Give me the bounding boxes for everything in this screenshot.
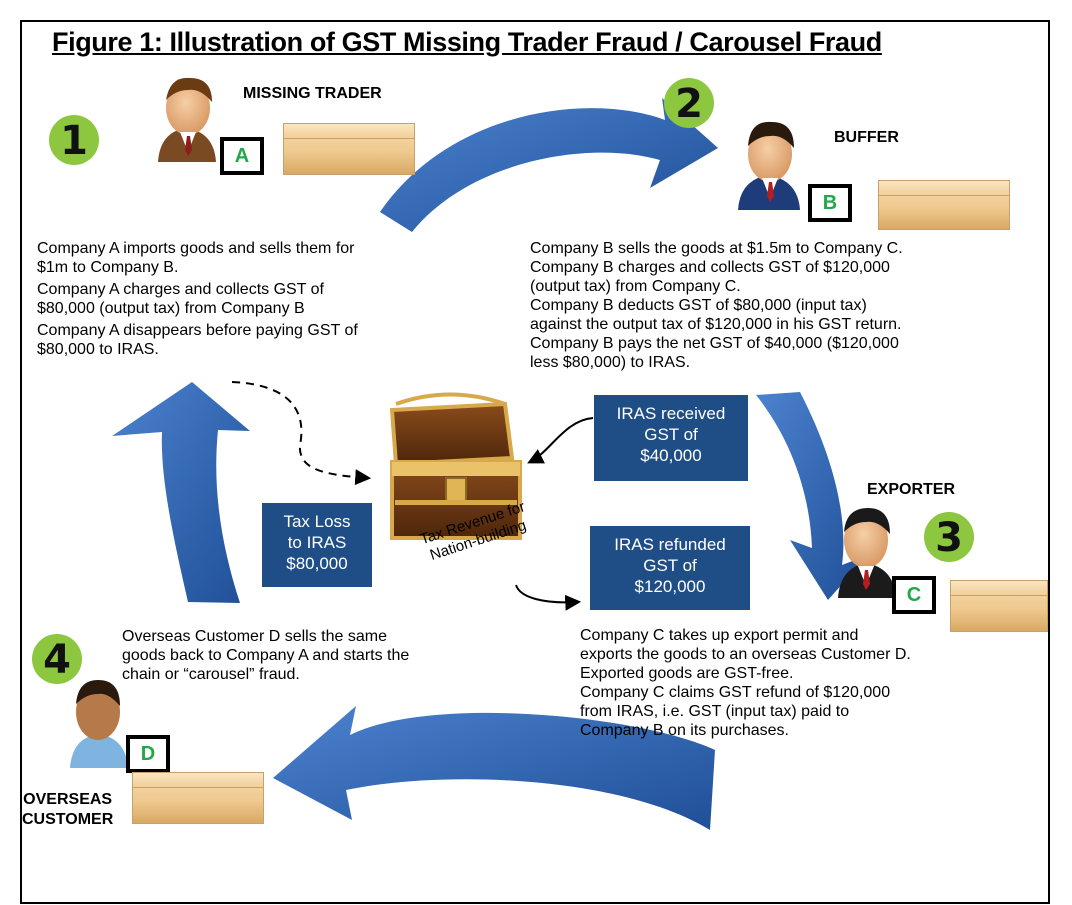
received-line: $40,000 <box>640 446 702 465</box>
text-a-line: Company A disappears before paying GST o… <box>37 322 358 339</box>
step-badge-3: 3 <box>924 512 974 562</box>
company-box-c: C <box>892 576 936 614</box>
text-b-line: Company B pays the net GST of $40,000 ($… <box>530 335 899 352</box>
description-company-a: Company A imports goods and sells them f… <box>37 239 358 359</box>
role-missing-trader: MISSING TRADER <box>243 85 382 102</box>
text-b-line: less $80,000) to IRAS. <box>530 354 691 371</box>
person-icon-a <box>158 77 216 162</box>
text-c-line: Company B on its purchases. <box>580 722 789 739</box>
text-d-line: goods back to Company A and starts the <box>122 647 410 664</box>
step-badge-4: 4 <box>32 634 82 684</box>
text-a-line: $80,000 (output tax) from Company B <box>37 300 305 317</box>
crate-icon-c <box>950 580 1048 632</box>
arrow-d-to-a <box>112 382 250 603</box>
refunded-line: GST of <box>643 556 697 575</box>
text-b-line: Company B sells the goods at $1.5m to Co… <box>530 240 903 257</box>
text-c-line: exports the goods to an overseas Custome… <box>580 646 911 663</box>
dashed-arrow-loss <box>231 381 372 486</box>
arrow-a-to-b <box>380 98 718 232</box>
crate-icon-b <box>878 180 1010 230</box>
treasure-chest-icon <box>389 392 522 540</box>
person-icon-d <box>70 680 128 768</box>
text-a-line: Company A charges and collects GST of <box>37 281 324 298</box>
text-b-line: against the output tax of $120,000 in hi… <box>530 316 902 333</box>
step-badge-2: 2 <box>664 78 714 128</box>
description-customer-d: Overseas Customer D sells the same goods… <box>122 627 409 684</box>
text-c-line: from IRAS, i.e. GST (input tax) paid to <box>580 703 850 720</box>
refunded-line: $120,000 <box>634 577 706 596</box>
text-c-line: Exported goods are GST-free. <box>580 665 794 682</box>
description-company-b: Company B sells the goods at $1.5m to Co… <box>530 239 903 372</box>
loss-line: Tax Loss <box>283 512 351 531</box>
text-c-line: Company C takes up export permit and <box>580 627 859 644</box>
arrow-chest-to-refunded <box>515 584 582 611</box>
role-buffer: BUFFER <box>834 129 899 146</box>
iras-refunded-box: IRAS refunded GST of $120,000 <box>590 526 750 610</box>
role-overseas-customer: OVERSEAS CUSTOMER <box>22 790 113 830</box>
role-exporter: EXPORTER <box>867 481 956 498</box>
text-a-line: Company A imports goods and sells them f… <box>37 240 355 257</box>
step-badge-1: 1 <box>49 115 99 165</box>
company-box-d: D <box>126 735 170 773</box>
text-a-line: $1m to Company B. <box>37 259 179 276</box>
figure-frame <box>20 20 1050 904</box>
text-c-line: Company C claims GST refund of $120,000 <box>580 684 891 701</box>
loss-line: to IRAS <box>287 533 347 552</box>
tax-loss-box: Tax Loss to IRAS $80,000 <box>262 503 372 587</box>
figure-title: Figure 1: Illustration of GST Missing Tr… <box>52 27 882 57</box>
arrow-received-to-chest <box>527 417 594 464</box>
text-d-line: chain or “carousel” fraud. <box>122 666 300 683</box>
received-line: IRAS received <box>616 404 726 423</box>
received-line: GST of <box>644 425 698 444</box>
role-overseas-line2: CUSTOMER <box>22 811 114 828</box>
description-company-c: Company C takes up export permit and exp… <box>580 626 911 740</box>
text-b-line: (output tax) from Company C. <box>530 278 741 295</box>
arrow-b-to-c <box>756 392 868 600</box>
company-box-a: A <box>220 137 264 175</box>
crate-icon-a <box>283 123 415 175</box>
text-b-line: Company B charges and collects GST of $1… <box>530 259 890 276</box>
iras-received-box: IRAS received GST of $40,000 <box>594 395 748 481</box>
person-icon-b <box>738 121 800 210</box>
role-overseas-line1: OVERSEAS <box>23 791 113 808</box>
loss-line: $80,000 <box>286 554 348 573</box>
text-d-line: Overseas Customer D sells the same <box>122 628 387 645</box>
person-icon-c <box>838 508 896 598</box>
text-a-line: $80,000 to IRAS. <box>37 341 159 358</box>
arrow-c-to-d <box>273 706 715 830</box>
company-box-b: B <box>808 184 852 222</box>
crate-icon-d <box>132 772 264 824</box>
refunded-line: IRAS refunded <box>614 535 726 554</box>
text-b-line: Company B deducts GST of $80,000 (input … <box>530 297 867 314</box>
